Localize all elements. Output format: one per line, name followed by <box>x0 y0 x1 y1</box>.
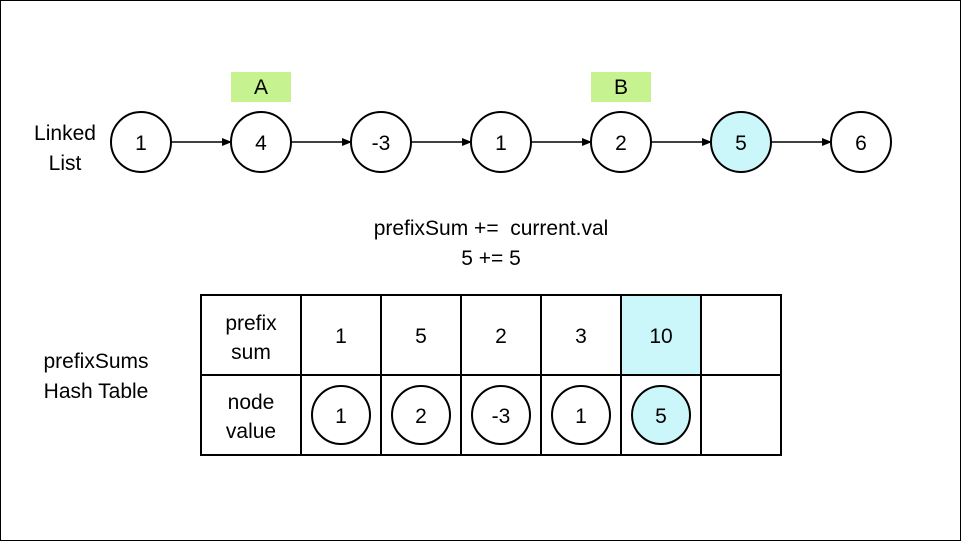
hash-table: prefix sum node value 1 5 2 3 10 1 2 -3 1 5 <box>200 294 782 456</box>
list-node-circle <box>710 111 772 173</box>
node-value-text: 5 <box>655 405 667 428</box>
node-tag-label: A <box>254 76 268 99</box>
node-value-circle <box>631 385 691 445</box>
prefix-sum-cell: 1 <box>335 325 347 348</box>
hash-table-highlight <box>621 295 701 375</box>
list-node: 2 <box>590 111 652 173</box>
node-value-circle <box>471 385 531 445</box>
list-node-circle <box>110 111 172 173</box>
linked-list-label-line1: Linked <box>34 122 96 145</box>
hash-table-cells: 1 5 2 3 10 1 2 -3 1 5 <box>311 325 691 445</box>
list-node-value: -3 <box>372 132 391 155</box>
list-node: 4 <box>230 111 292 173</box>
node-value-circle <box>551 385 611 445</box>
node-value-text: 2 <box>415 405 427 428</box>
list-node-circle <box>830 111 892 173</box>
list-node-value: 2 <box>615 132 627 155</box>
node-value-text: 1 <box>335 405 347 428</box>
node-value-cell: 1 <box>551 385 611 445</box>
node-value-cell: -3 <box>471 385 531 445</box>
list-node-circle <box>350 111 412 173</box>
list-node-value: 1 <box>495 132 507 155</box>
list-node-value: 5 <box>735 132 747 155</box>
node-value-text: -3 <box>492 405 511 428</box>
node-value-circle <box>391 385 451 445</box>
row-header-prefix-line1: prefix <box>225 312 277 335</box>
row-header-node-line2: value <box>226 420 276 443</box>
node-tag: B <box>591 72 651 102</box>
node-value-circle <box>311 385 371 445</box>
row-header-node-line1: node <box>228 391 275 414</box>
list-node-circle <box>230 111 292 173</box>
list-node-value: 4 <box>255 132 267 155</box>
list-node-circle <box>470 111 532 173</box>
hash-table-label-line1: prefixSums <box>43 350 148 373</box>
node-tag-box <box>591 72 651 102</box>
node-tag-box <box>231 72 291 102</box>
node-value-cell: 2 <box>391 385 451 445</box>
node-value-cell: 5 <box>631 385 691 445</box>
list-node-circle <box>590 111 652 173</box>
list-node: 5 <box>710 111 772 173</box>
formula-line2: 5 += 5 <box>461 247 521 270</box>
node-value-text: 1 <box>575 405 587 428</box>
node-value-cell: 1 <box>311 385 371 445</box>
list-node: 6 <box>830 111 892 173</box>
list-node: -3 <box>350 111 412 173</box>
list-node-value: 6 <box>855 132 867 155</box>
node-tag-label: B <box>614 76 628 99</box>
row-header-prefix-line2: sum <box>231 341 271 364</box>
list-node: 1 <box>110 111 172 173</box>
linked-list-label-line2: List <box>49 152 82 175</box>
list-node-value: 1 <box>135 132 147 155</box>
hash-table-grid <box>200 294 782 456</box>
list-node: 1 <box>470 111 532 173</box>
node-tag: A <box>231 72 291 102</box>
highlighted-prefix-cell <box>621 295 701 375</box>
formula-line1: prefixSum += current.val <box>374 217 609 240</box>
linked-list-nodes: 1 4 -3 1 2 5 6 <box>110 111 892 173</box>
hash-table-label-line2: Hash Table <box>44 380 149 403</box>
prefix-sum-cell: 2 <box>495 325 507 348</box>
prefix-sum-cell: 10 <box>649 325 672 348</box>
prefix-sum-cell: 3 <box>575 325 587 348</box>
prefix-sum-cell: 5 <box>415 325 427 348</box>
